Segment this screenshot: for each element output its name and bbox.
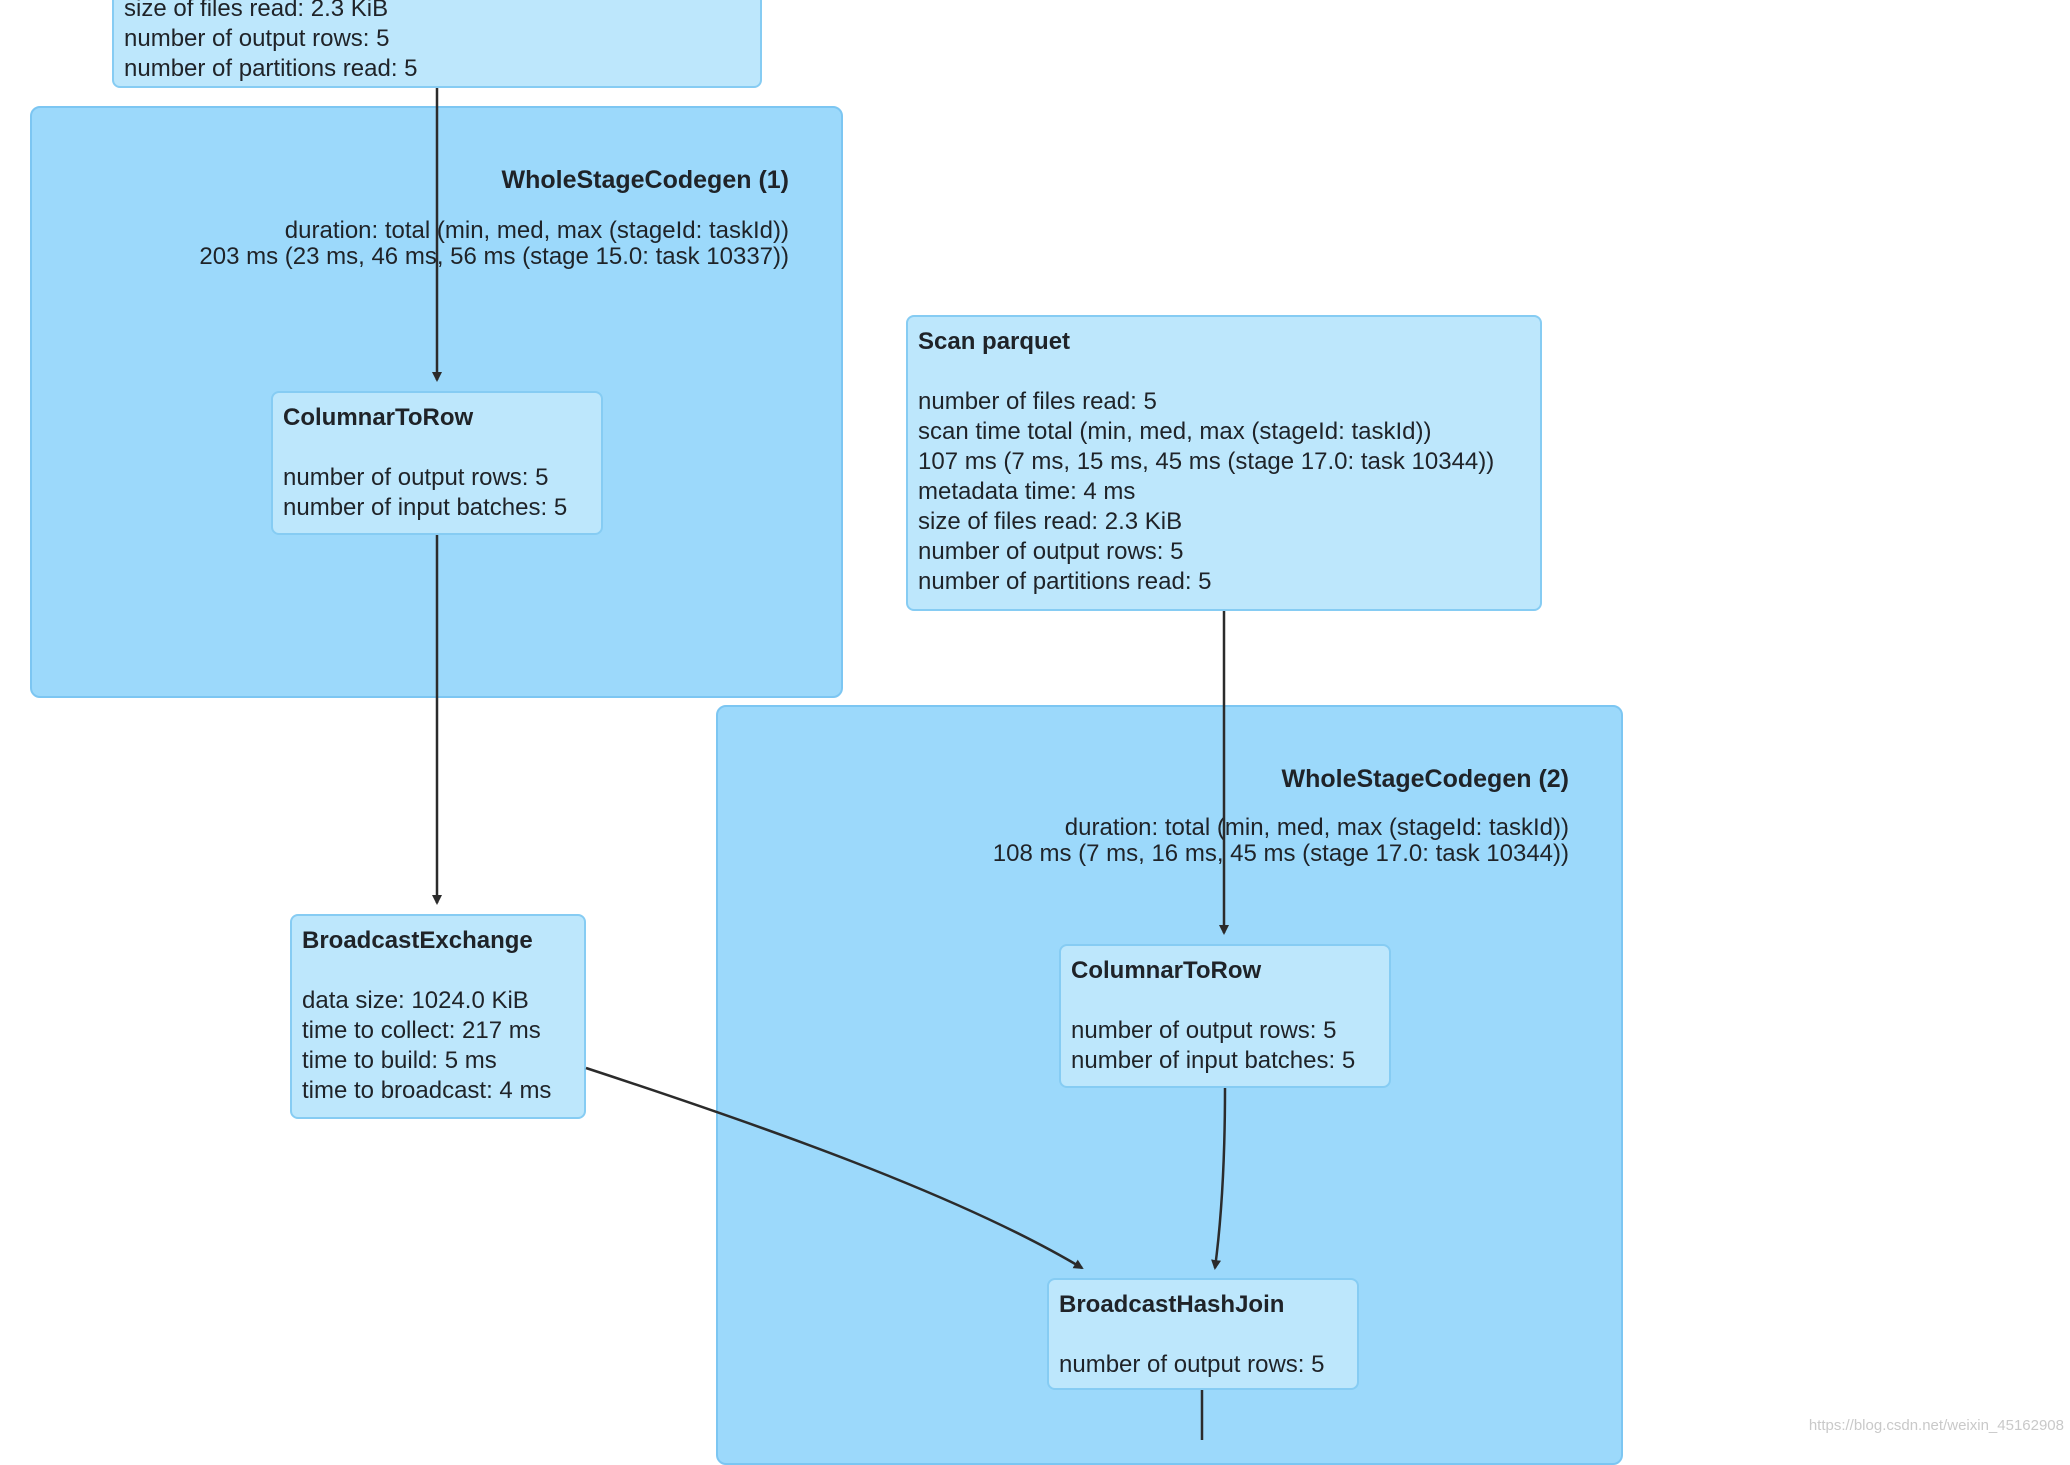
- cluster-title: WholeStageCodegen (2): [1281, 765, 1569, 793]
- node-metric: number of output rows: 5: [918, 538, 1184, 565]
- node-title: BroadcastHashJoin: [1059, 1291, 1285, 1318]
- metric-header: duration: total (min, med, max (stageId:…: [284, 217, 789, 244]
- node-metric: number of output rows: 5: [124, 25, 390, 52]
- node-metric: time to build: 5 ms: [302, 1047, 497, 1074]
- cluster-duration-metric: duration: total (min, med, max (stageId:…: [199, 218, 789, 270]
- node-title: BroadcastExchange: [302, 927, 533, 954]
- node-metric: number of output rows: 5: [1071, 1017, 1337, 1044]
- broadcast-exchange-node[interactable]: BroadcastExchange data size: 1024.0 KiB …: [290, 914, 586, 1119]
- node-metric: metadata time: 4 ms: [918, 478, 1136, 505]
- cluster-duration-metric: duration: total (min, med, max (stageId:…: [993, 815, 1569, 867]
- node-metric: number of partitions read: 5: [918, 568, 1212, 595]
- metric-value: 203 ms (23 ms, 46 ms, 56 ms (stage 15.0:…: [199, 243, 789, 270]
- node-title: ColumnarToRow: [283, 404, 474, 431]
- node-metric: number of files read: 5: [918, 388, 1157, 415]
- node-metric: size of files read: 2.3 KiB: [918, 508, 1183, 535]
- node-metric: number of partitions read: 5: [124, 55, 418, 82]
- metric-value: 108 ms (7 ms, 16 ms, 45 ms (stage 17.0: …: [992, 840, 1569, 867]
- scan-node-top-partial[interactable]: size of files read: 2.3 KiB number of ou…: [112, 0, 762, 88]
- node-title: ColumnarToRow: [1071, 957, 1262, 984]
- node-metric: time to collect: 217 ms: [302, 1017, 541, 1044]
- watermark-text: https://blog.csdn.net/weixin_45162908: [1808, 1417, 2064, 1434]
- node-title: Scan parquet: [918, 328, 1071, 355]
- cluster-title: WholeStageCodegen (1): [501, 166, 789, 194]
- node-metric: number of output rows: 5: [1059, 1351, 1325, 1378]
- node-metric: data size: 1024.0 KiB: [302, 987, 529, 1014]
- node-metric: number of input batches: 5: [283, 494, 568, 521]
- node-metric: number of output rows: 5: [283, 464, 549, 491]
- node-metric: scan time total (min, med, max (stageId:…: [918, 418, 1432, 445]
- columnar-to-row-node-1[interactable]: ColumnarToRow number of output rows: 5 n…: [271, 391, 603, 535]
- node-metric: 107 ms (7 ms, 15 ms, 45 ms (stage 17.0: …: [918, 448, 1495, 475]
- broadcast-hash-join-node[interactable]: BroadcastHashJoin number of output rows:…: [1047, 1278, 1359, 1390]
- node-metric: size of files read: 2.3 KiB: [124, 0, 389, 22]
- columnar-to-row-node-2[interactable]: ColumnarToRow number of output rows: 5 n…: [1059, 944, 1391, 1088]
- node-metric: time to broadcast: 4 ms: [302, 1077, 552, 1104]
- node-metric: number of input batches: 5: [1071, 1047, 1356, 1074]
- metric-header: duration: total (min, med, max (stageId:…: [1064, 814, 1569, 841]
- scan-parquet-node[interactable]: Scan parquet number of files read: 5 sca…: [906, 315, 1542, 611]
